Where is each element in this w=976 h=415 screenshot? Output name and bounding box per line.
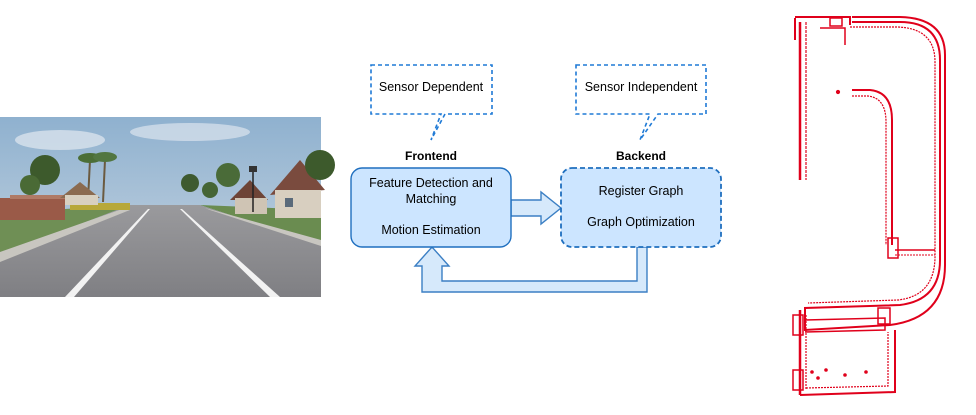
forward-arrow (510, 190, 563, 226)
backend-line-2: Graph Optimization (587, 215, 695, 229)
frontend-line-1: Feature Detection and (369, 176, 493, 190)
callout-sensor-independent: Sensor Independent (575, 64, 707, 141)
callout-label-sensor-dependent: Sensor Dependent (379, 80, 484, 94)
street-scene-photo (0, 117, 335, 297)
red-point-cloud-map (792, 16, 946, 396)
backend-box: Register Graph Graph Optimization (560, 167, 722, 248)
diagram: Sensor Dependent Sensor Independent Fron… (350, 64, 722, 293)
frontend-line-2: Matching (406, 192, 457, 206)
frontend-title: Frontend (405, 149, 457, 163)
feedback-arrow (413, 245, 648, 293)
frontend-box: Feature Detection and Matching Motion Es… (350, 167, 512, 248)
backend-title: Backend (616, 149, 666, 163)
callout-sensor-dependent: Sensor Dependent (370, 64, 493, 141)
callout-label-sensor-independent: Sensor Independent (585, 80, 698, 94)
frontend-line-3: Motion Estimation (381, 223, 480, 237)
backend-line-1: Register Graph (599, 184, 684, 198)
